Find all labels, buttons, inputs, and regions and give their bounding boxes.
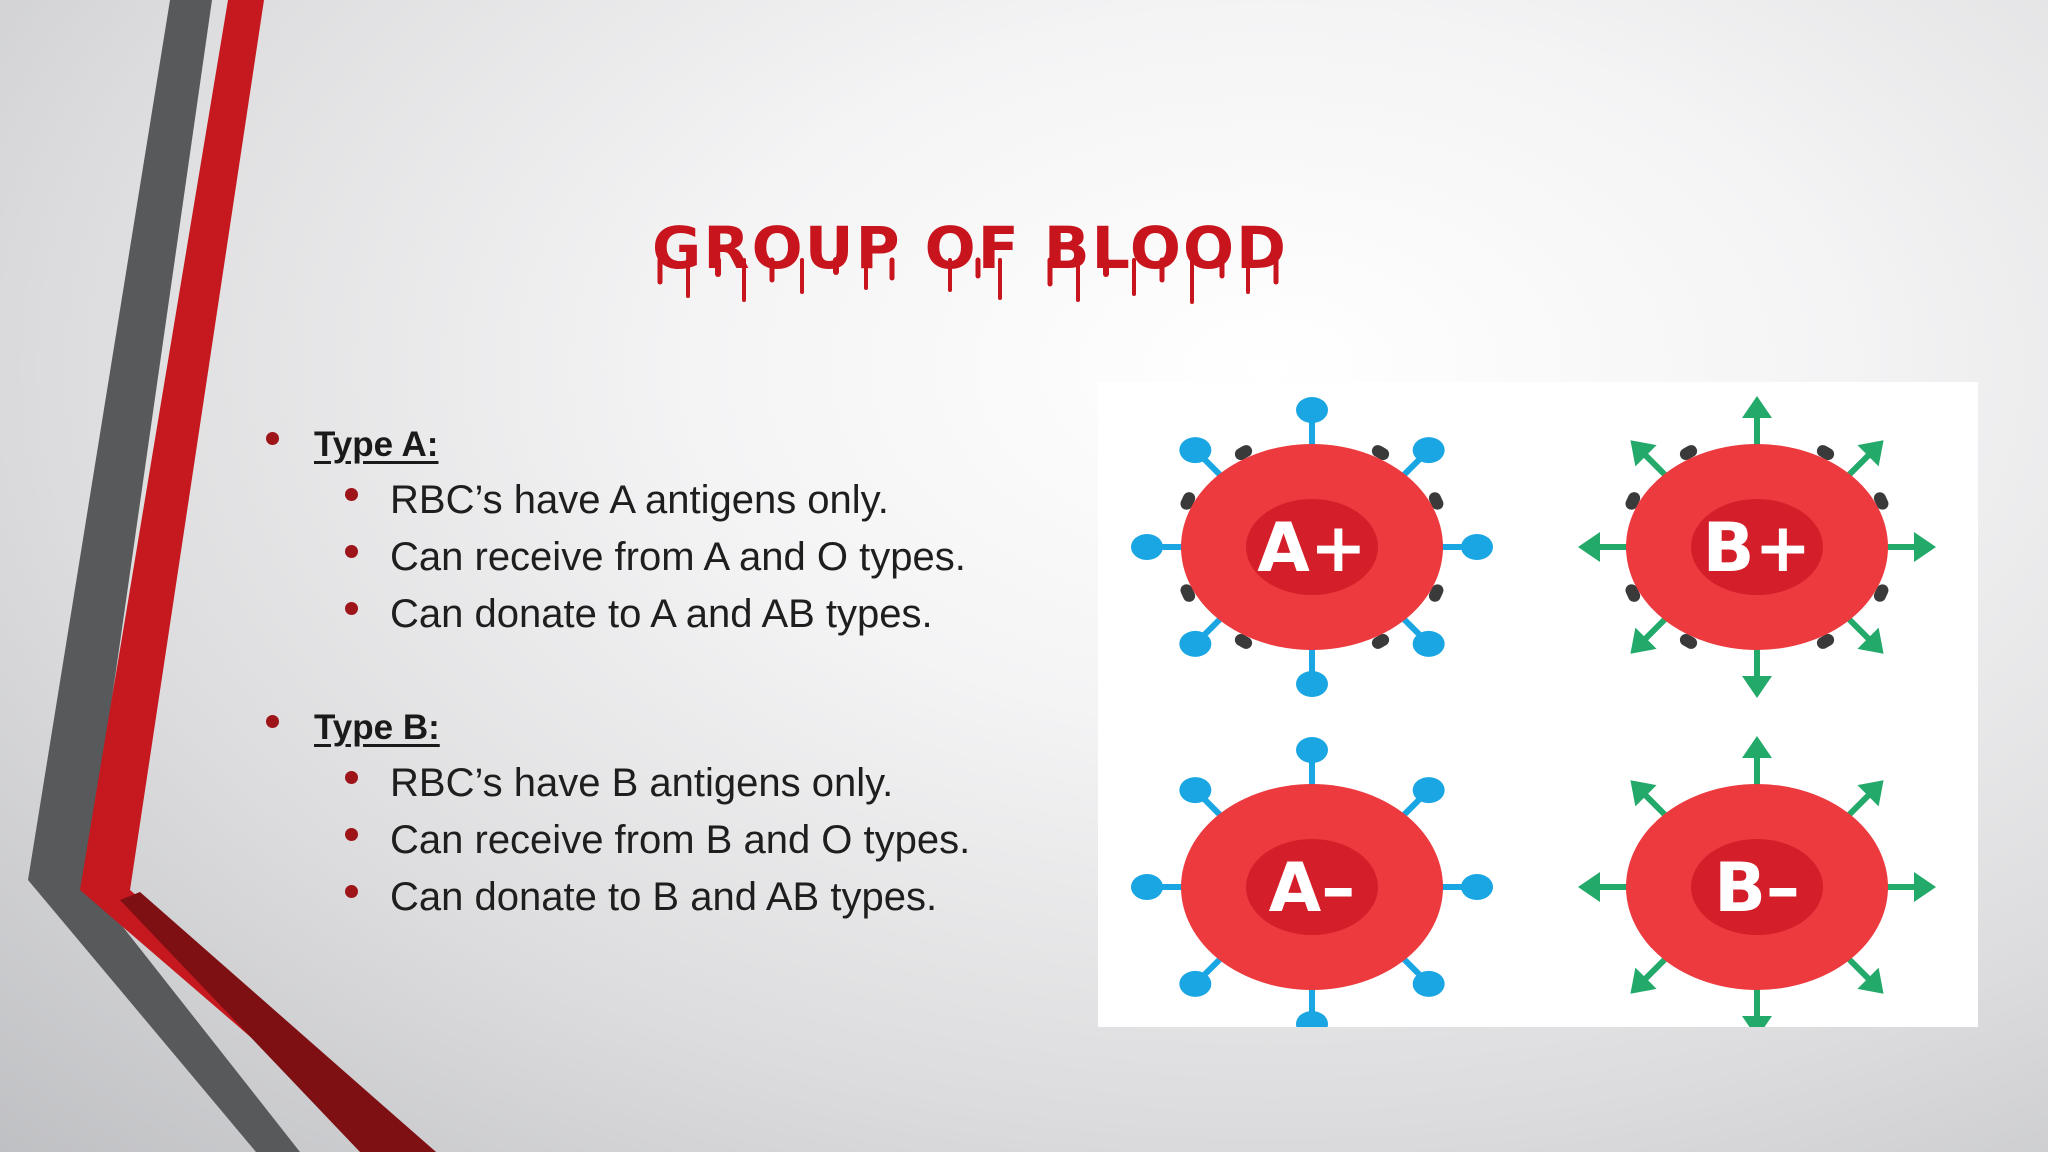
antigen-ball bbox=[1412, 630, 1445, 657]
bullet-dot bbox=[266, 715, 279, 728]
rh-antigen-dot bbox=[1180, 492, 1196, 510]
antigen-arrowhead bbox=[1857, 627, 1884, 654]
blood-cell-illustration: A+ B+ A– B– bbox=[1098, 382, 1978, 1027]
bullet-dot bbox=[345, 828, 358, 841]
list-item: Can donate to B and AB types. bbox=[345, 869, 1062, 926]
bullet-dot bbox=[345, 602, 358, 615]
list-item: Can receive from A and O types. bbox=[345, 529, 1062, 586]
antigen-ball bbox=[1296, 671, 1328, 697]
rh-antigen-dot bbox=[1816, 633, 1835, 649]
blood-cell: A+ bbox=[1131, 397, 1493, 697]
antigen-arrowhead bbox=[1742, 676, 1772, 698]
blood-drips bbox=[657, 257, 1279, 304]
dark-red-wedge bbox=[120, 892, 436, 1152]
list-item-text: Can donate to B and AB types. bbox=[390, 875, 938, 919]
list-item: Can donate to A and AB types. bbox=[345, 586, 1062, 643]
slide-title: GROUP OF BLOOD bbox=[652, 214, 1288, 304]
bullet-content: Type A: RBC’s have A antigens only. Can … bbox=[262, 418, 1062, 984]
title-text: GROUP OF BLOOD bbox=[652, 214, 1288, 282]
antigen-arrowhead bbox=[1630, 627, 1657, 654]
blood-type-label: A– bbox=[1269, 849, 1356, 928]
antigen-ball bbox=[1412, 970, 1445, 997]
type-b-list: RBC’s have B antigens only. Can receive … bbox=[262, 755, 1062, 926]
gray-stripe bbox=[28, 0, 300, 1152]
rh-antigen-dot bbox=[1873, 584, 1889, 602]
blood-cell: B+ bbox=[1578, 396, 1936, 698]
antigen-ball bbox=[1412, 777, 1445, 804]
rh-antigen-dot bbox=[1625, 492, 1641, 510]
red-stripe bbox=[80, 0, 436, 1152]
rh-antigen-dot bbox=[1371, 445, 1390, 461]
blood-cell: B– bbox=[1578, 736, 1936, 1027]
cell-core bbox=[1246, 499, 1378, 595]
antigen-arrowhead bbox=[1914, 532, 1936, 562]
antigen-arrowhead bbox=[1857, 440, 1884, 467]
antigen-ball bbox=[1296, 397, 1328, 423]
antigen-ball bbox=[1461, 874, 1493, 900]
list-item: RBC’s have B antigens only. bbox=[345, 755, 1062, 812]
heading-type-a: Type A: bbox=[262, 418, 1062, 472]
antigen-ball bbox=[1179, 630, 1212, 657]
antigen-arrowhead bbox=[1857, 780, 1884, 807]
bullet-dot bbox=[266, 432, 279, 445]
section-type-a: Type A: RBC’s have A antigens only. Can … bbox=[262, 418, 1062, 643]
cell-core bbox=[1691, 839, 1823, 935]
antigen-arrowhead bbox=[1630, 967, 1657, 994]
antigen-ball bbox=[1131, 874, 1163, 900]
antigen-ball bbox=[1296, 1011, 1328, 1027]
rh-antigen-dot bbox=[1428, 584, 1444, 602]
list-item-text: Can receive from B and O types. bbox=[390, 818, 971, 862]
rh-antigen-dot bbox=[1371, 633, 1390, 649]
list-item-text: Can donate to A and AB types. bbox=[390, 592, 933, 636]
cell-core bbox=[1691, 499, 1823, 595]
heading-type-a-text: Type A: bbox=[314, 425, 439, 464]
rh-antigen-dot bbox=[1679, 633, 1698, 649]
rh-antigen-dot bbox=[1679, 445, 1698, 461]
bullet-dot bbox=[345, 885, 358, 898]
blood-type-label: A+ bbox=[1257, 509, 1367, 588]
antigen-ball bbox=[1296, 737, 1328, 763]
antigen-arrowhead bbox=[1857, 967, 1884, 994]
rh-antigen-dot bbox=[1873, 492, 1889, 510]
rh-antigen-dot bbox=[1625, 584, 1641, 602]
bullet-dot bbox=[345, 488, 358, 501]
antigen-arrowhead bbox=[1630, 780, 1657, 807]
antigen-arrowhead bbox=[1578, 532, 1600, 562]
blood-type-label: B– bbox=[1714, 849, 1800, 928]
heading-type-b: Type B: bbox=[262, 701, 1062, 755]
bullet-dot bbox=[345, 545, 358, 558]
antigen-arrowhead bbox=[1742, 736, 1772, 758]
rh-antigen-dot bbox=[1180, 584, 1196, 602]
heading-type-b-text: Type B: bbox=[314, 708, 440, 747]
antigen-arrowhead bbox=[1630, 440, 1657, 467]
list-item-text: RBC’s have B antigens only. bbox=[390, 761, 894, 805]
antigen-arrowhead bbox=[1742, 396, 1772, 418]
rh-antigen-dot bbox=[1234, 633, 1253, 649]
section-type-b: Type B: RBC’s have B antigens only. Can … bbox=[262, 701, 1062, 926]
antigen-ball bbox=[1412, 437, 1445, 464]
rh-antigen-dot bbox=[1234, 445, 1253, 461]
antigen-arrowhead bbox=[1742, 1016, 1772, 1027]
list-item-text: Can receive from A and O types. bbox=[390, 535, 966, 579]
antigen-ball bbox=[1179, 437, 1212, 464]
list-item-text: RBC’s have A antigens only. bbox=[390, 478, 889, 522]
blood-cell-graphic: A+ B+ A– B– bbox=[1131, 396, 1936, 1027]
antigen-arrowhead bbox=[1914, 872, 1936, 902]
list-item: RBC’s have A antigens only. bbox=[345, 472, 1062, 529]
antigen-ball bbox=[1179, 777, 1212, 804]
list-item: Can receive from B and O types. bbox=[345, 812, 1062, 869]
antigen-ball bbox=[1461, 534, 1493, 560]
blood-type-label: B+ bbox=[1703, 509, 1812, 588]
bullet-dot bbox=[345, 771, 358, 784]
cell-core bbox=[1246, 839, 1378, 935]
antigen-ball bbox=[1131, 534, 1163, 560]
blood-cell: A– bbox=[1131, 737, 1493, 1027]
rh-antigen-dot bbox=[1816, 445, 1835, 461]
antigen-arrowhead bbox=[1578, 872, 1600, 902]
rh-antigen-dot bbox=[1428, 492, 1444, 510]
antigen-ball bbox=[1179, 970, 1212, 997]
type-a-list: RBC’s have A antigens only. Can receive … bbox=[262, 472, 1062, 643]
